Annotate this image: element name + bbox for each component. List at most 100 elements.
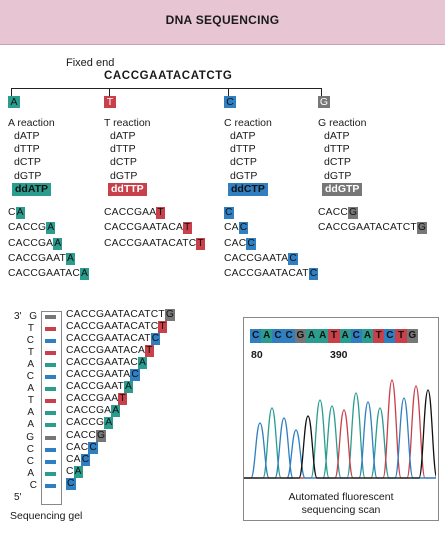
dntp-datp: dATP: [324, 130, 350, 142]
fluorescent-scan-panel: [243, 317, 439, 521]
gel-band-g: [45, 435, 56, 440]
terminal-base-a: A: [111, 405, 121, 418]
fragment-prefix: CA: [224, 222, 239, 234]
terminal-base-a: A: [104, 417, 114, 430]
read-base-t: T: [328, 329, 340, 343]
product-c-2: CAC: [224, 221, 249, 236]
gel-base-letter: A: [27, 467, 34, 479]
product-t-1: CACCGAAT: [104, 206, 165, 221]
trace-t: [244, 379, 436, 479]
gel-band-c: [45, 459, 56, 464]
gel-band-c: [45, 447, 56, 452]
gel-fragment: CACCGAATA: [66, 381, 134, 394]
terminal-base-a: A: [80, 268, 90, 281]
fragment-prefix: CACCGAATA: [224, 252, 289, 264]
dntp-dctp: dCTP: [230, 156, 257, 169]
base-header-c: C: [224, 96, 236, 108]
dntp-dgtp: dGTP: [324, 169, 352, 182]
read-base-a: A: [339, 329, 351, 343]
read-base-a: A: [261, 329, 273, 343]
product-a-2: CACCGA: [8, 221, 56, 236]
gel-fragment: CA: [66, 465, 83, 478]
gel-base-letter: G: [26, 431, 34, 443]
fragment-prefix: CACCGAATACATC: [104, 237, 197, 249]
gel-band-t: [45, 351, 56, 356]
read-base-a: A: [317, 329, 329, 343]
dntp-dttp: dTTP: [110, 143, 136, 156]
fixed-end-label: Fixed end: [66, 57, 115, 69]
ddntp-g: ddGTP: [322, 183, 363, 196]
fragment-prefix: CACCGA: [66, 405, 112, 417]
gel-base-letter: C: [26, 455, 34, 467]
gel-fragment: CACCGAATACAT: [66, 345, 154, 358]
product-fragment: CACCGA: [8, 222, 56, 235]
terminal-base-a: A: [73, 465, 83, 478]
terminal-base-c: C: [224, 207, 234, 219]
fragment-prefix: CACCGAATACA: [66, 345, 146, 357]
gel-base-letter: C: [26, 443, 34, 455]
gel-fragment-row: CA: [66, 465, 83, 478]
product-fragment: CACCGAATAC: [224, 252, 298, 265]
fragment-prefix: C: [66, 465, 74, 477]
dntp-dctp: dCTP: [110, 156, 137, 169]
terminal-base-c: C: [66, 477, 76, 490]
trace-c: [244, 397, 436, 479]
fragment-prefix: CACCGAA: [104, 207, 157, 218]
read-base-c: C: [272, 329, 284, 343]
trace-a: [244, 392, 436, 479]
gel-caption: Sequencing gel: [10, 510, 83, 522]
gel-fragment: CACCG: [66, 429, 107, 442]
ddntp-t: ddTTP: [108, 183, 147, 196]
fragment-prefix: CACC: [66, 429, 96, 441]
product-a-4: CACCGAATA: [8, 252, 76, 267]
terminal-base-a: A: [15, 207, 25, 219]
gel-fragment-row: CACCGAATACAT: [66, 345, 154, 358]
product-fragment: CACCGAATA: [8, 252, 76, 265]
read-base-g: G: [406, 329, 418, 343]
fragment-prefix: CACCGAATACATCT: [66, 309, 165, 320]
gel-fragment-row: CACCGAAT: [66, 393, 127, 406]
read-base-c: C: [283, 329, 295, 343]
gel-fragment-row: CACCGAATACA: [66, 357, 148, 370]
terminal-base-a: A: [124, 381, 134, 394]
gel-fragment-row: CACCGAATACATCT: [66, 321, 167, 334]
base-header-t: T: [104, 96, 116, 108]
gel-fragment: CACCGAATACATCT: [66, 321, 167, 334]
terminal-base-t: T: [196, 237, 205, 250]
product-fragment: CACCGAATACATCT: [104, 237, 205, 250]
dntp-dctp: dCTP: [14, 156, 41, 169]
product-a-1: CA: [8, 206, 25, 221]
dntp-datp: dATP: [110, 130, 136, 142]
product-g-2: CACCGAATACATCTG: [318, 221, 428, 236]
gel-band-a: [45, 423, 56, 428]
product-fragment: CACCGAATACATCTG: [318, 222, 428, 235]
product-fragment: CA: [8, 207, 25, 219]
dntp-dttp: dTTP: [324, 143, 350, 156]
gel-fragment-row: CACCGAATA: [66, 381, 134, 394]
gel-band-t: [45, 399, 56, 404]
gel-band-a: [45, 411, 56, 416]
gel-base-letter: T: [27, 323, 34, 335]
gel-fragment: CACCGAATACATC: [66, 333, 161, 346]
gel-band-g: [45, 315, 56, 319]
gel-base-letter: G: [29, 311, 37, 322]
terminal-base-c: C: [130, 369, 140, 382]
fragment-prefix: CACCGAATACATCT: [318, 222, 417, 234]
scan-caption-line1: Automated fluorescent: [288, 491, 394, 503]
read-base-g: G: [294, 329, 306, 343]
product-fragment: CACCGAATACA: [8, 268, 90, 281]
terminal-base-a: A: [138, 357, 148, 370]
terminal-base-c: C: [80, 453, 91, 466]
reaction-name-t: T reaction: [104, 117, 151, 129]
gel-base-letter: A: [27, 359, 34, 371]
product-fragment: CAC: [224, 222, 249, 235]
terminal-base-g: G: [347, 207, 359, 219]
dntp-dgtp: dGTP: [230, 169, 258, 182]
reaction-bracket: [11, 88, 322, 89]
reaction-name-g: G reaction: [318, 117, 367, 129]
gel-base-letter: C: [26, 371, 34, 383]
fragment-prefix: CACCGAATACATC: [66, 321, 159, 333]
read-base-a: A: [361, 329, 374, 343]
terminal-base-t: T: [156, 207, 165, 219]
